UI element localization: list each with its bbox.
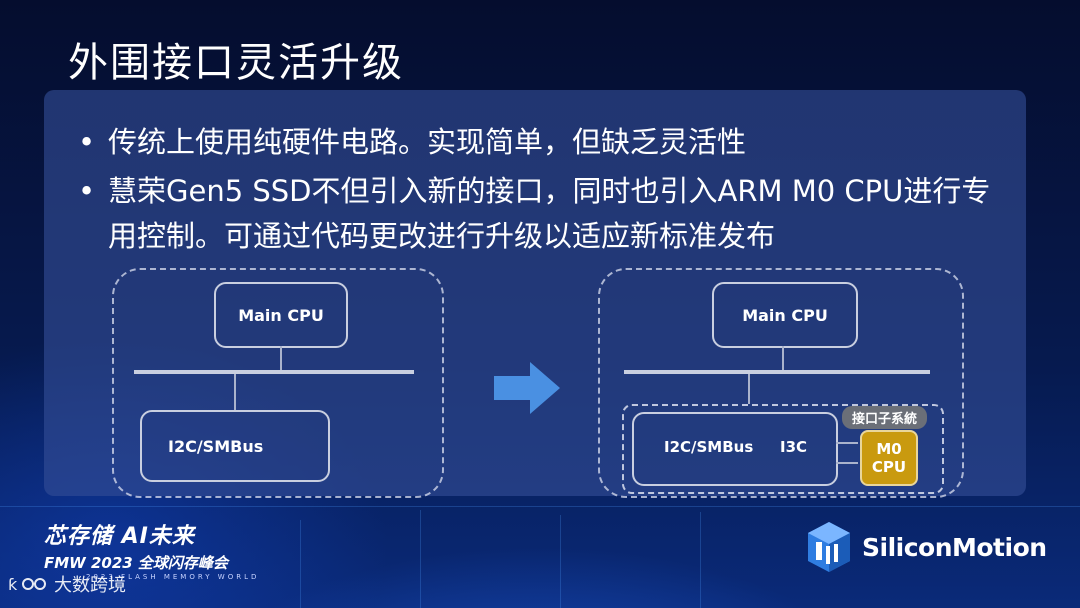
right-system-bus xyxy=(624,370,930,374)
left-interface-box: I2C/SMBus xyxy=(140,410,330,482)
m0-connector-top xyxy=(836,442,858,444)
interface-subsystem-frame xyxy=(622,404,944,494)
watermark-logo-icon: ƙ xyxy=(8,575,46,594)
left-interface-label: I2C/SMBus xyxy=(168,436,264,456)
right-diagram-frame xyxy=(598,268,964,498)
right-interface-label: I2C/SMBus xyxy=(664,438,754,456)
m0-cpu-label-line2: CPU xyxy=(871,458,907,476)
i3c-label: I3C xyxy=(780,438,808,456)
watermark-text: 大数跨境 xyxy=(54,575,126,596)
right-cpu-connector xyxy=(782,346,784,370)
company-logo: SiliconMotion xyxy=(806,520,1047,574)
right-main-cpu-box: Main CPU xyxy=(712,282,858,348)
left-system-bus xyxy=(134,370,414,374)
left-cpu-connector xyxy=(280,346,282,370)
event-logo: 芯存储 AI未来 FMW 2023 全球闪存峰会 2023 FLASH MEMO… xyxy=(44,518,259,581)
bullet-text: 慧荣Gen5 SSD不但引入新的接口，同时也引入ARM M0 CPU进行专用控制… xyxy=(108,174,991,253)
subsystem-tag: 接口子系統 xyxy=(842,406,928,429)
siliconmotion-cube-icon xyxy=(808,522,850,572)
watermark: ƙ 大数跨境 xyxy=(8,571,126,597)
right-bus-connector xyxy=(748,374,750,404)
bg-circuit-line xyxy=(0,506,1080,507)
left-bus-connector xyxy=(234,374,236,410)
left-diagram-frame xyxy=(112,268,444,498)
bg-circuit-line xyxy=(560,515,561,608)
company-name: SiliconMotion xyxy=(862,532,1047,562)
event-slogan: 芯存储 AI未来 xyxy=(44,524,195,549)
bullet-list: • 传统上使用纯硬件电路。实现简单，但缺乏灵活性 • 慧荣Gen5 SSD不但引… xyxy=(78,120,1018,259)
m0-cpu-label-line1: M0 xyxy=(876,440,902,458)
event-subtitle: 2023 FLASH MEMORY WORLD xyxy=(86,573,260,581)
bullet-marker: • xyxy=(78,125,96,159)
bullet-marker: • xyxy=(78,174,96,208)
m0-connector-bottom xyxy=(836,462,858,464)
bg-circuit-line xyxy=(700,512,701,608)
bullet-item: • 传统上使用纯硬件电路。实现简单，但缺乏灵活性 xyxy=(78,120,1018,165)
bullet-item: • 慧荣Gen5 SSD不但引入新的接口，同时也引入ARM M0 CPU进行专用… xyxy=(78,169,1018,259)
bullet-text: 传统上使用纯硬件电路。实现简单，但缺乏灵活性 xyxy=(108,125,747,159)
svg-text:ƙ: ƙ xyxy=(8,575,18,594)
m0-cpu-box: M0 CPU xyxy=(860,430,918,486)
right-arrow-icon xyxy=(494,362,560,414)
right-interface-box xyxy=(632,412,838,486)
slide-title: 外围接口灵活升级 xyxy=(68,40,404,86)
bg-circuit-line xyxy=(300,520,301,608)
bg-circuit-line xyxy=(420,510,421,608)
event-name: FMW 2023 全球闪存峰会 xyxy=(44,554,228,572)
left-main-cpu-box: Main CPU xyxy=(214,282,348,348)
